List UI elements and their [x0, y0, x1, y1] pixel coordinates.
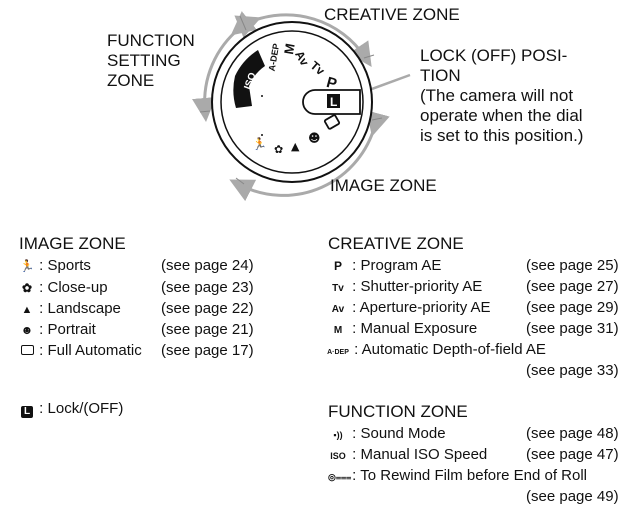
item-label: : Portrait [39, 321, 96, 338]
label-line: is set to this position.) [420, 126, 584, 145]
item-label: : Landscape [39, 300, 121, 317]
function-zone-title: FUNCTION ZONE [328, 402, 468, 421]
item-label: : Lock/(OFF) [39, 400, 124, 417]
list-item: M : Manual Exposure [328, 320, 477, 340]
image-zone-arc [229, 110, 390, 202]
item-label: : Close-up [39, 279, 108, 296]
list-item: Av : Aperture-priority AE [328, 299, 491, 319]
svg-text:M: M [281, 42, 298, 55]
label-line: (The camera will not [420, 86, 574, 105]
item-label: : Aperture-priority AE [352, 299, 491, 316]
list-item: ISO : Manual ISO Speed [328, 446, 487, 465]
svg-text:Av: Av [292, 48, 312, 68]
page-ref: (see page 33) [526, 362, 619, 379]
label-line: LOCK (OFF) POSI- [420, 46, 568, 65]
svg-text:P: P [325, 74, 339, 93]
program-icon: P [333, 259, 342, 273]
rewind-icon: ◎⩶ [328, 472, 352, 482]
sports-icon: 🏃 [19, 259, 35, 273]
svg-text:▲: ▲ [291, 140, 300, 153]
svg-text:🏃: 🏃 [252, 137, 267, 151]
item-label: : Manual ISO Speed [352, 446, 488, 463]
dial-lock-mark [327, 94, 340, 108]
page-ref: (see page 24) [161, 257, 254, 274]
svg-text:A-DEP: A-DEP [267, 43, 282, 72]
item-label: : Program AE [352, 257, 442, 274]
creative-zone-arc [234, 13, 372, 67]
landscape-icon: ▲ [21, 304, 33, 316]
dial-full-auto-mark [323, 114, 341, 130]
item-label: : Sound Mode [352, 425, 446, 442]
page-ref: (see page 22) [161, 300, 254, 317]
av-icon: Av [331, 304, 345, 315]
mode-dial-diagram: L P Tv Av M A-DEP ISO ☻ ▲ ✿ 🏃 [192, 11, 411, 202]
label-line: FUNCTION [107, 31, 195, 50]
label-line: operate when the dial [420, 106, 583, 125]
tv-icon: Tv [332, 283, 344, 294]
list-item: ☻ : Portrait [19, 321, 96, 339]
full-auto-icon [19, 344, 35, 362]
lock-icon: L [19, 402, 35, 420]
item-label: : Sports [39, 257, 91, 274]
list-item: : Full Automatic [19, 342, 142, 362]
list-item: P : Program AE [328, 257, 441, 275]
item-label: : Full Automatic [39, 342, 142, 359]
creative-zone-title: CREATIVE ZONE [328, 234, 464, 253]
lock-position-label: LOCK (OFF) POSI- TION (The camera will n… [420, 46, 583, 146]
list-item: ▪)) : Sound Mode [328, 425, 446, 444]
list-item: ◎⩶ : To Rewind Film before End of Roll [328, 467, 587, 486]
list-item: A·DEP : Automatic Depth-of-field AE [326, 341, 546, 362]
portrait-icon: ☻ [20, 323, 34, 337]
list-item: ✿ : Close-up [19, 279, 108, 297]
item-label: : Shutter-priority AE [352, 278, 483, 295]
close-up-icon: ✿ [21, 281, 33, 295]
image-zone-label: IMAGE ZONE [330, 176, 437, 195]
page-ref: (see page 31) [526, 320, 619, 337]
label-line: ZONE [107, 71, 155, 90]
lock-item: L : Lock/(OFF) [19, 400, 123, 420]
image-zone-title: IMAGE ZONE [19, 234, 126, 253]
page-ref: (see page 49) [526, 488, 619, 505]
page-ref: (see page 23) [161, 279, 254, 296]
page-ref: (see page 17) [161, 342, 254, 359]
page-ref: (see page 27) [526, 278, 619, 295]
item-label: : Automatic Depth-of-field AE [354, 341, 546, 358]
page-ref: (see page 29) [526, 299, 619, 316]
item-label: : Manual Exposure [352, 320, 478, 337]
label-line: SETTING [107, 51, 181, 70]
svg-text:L: L [330, 95, 337, 109]
a-dep-icon: A·DEP [327, 349, 349, 356]
item-label: : To Rewind Film before End of Roll [352, 467, 588, 484]
function-setting-zone-label: FUNCTION SETTING ZONE [107, 31, 195, 91]
svg-text:✿: ✿ [274, 143, 283, 156]
iso-icon: ISO [330, 451, 346, 461]
list-item: 🏃 : Sports [19, 257, 91, 275]
sound-icon: ▪)) [333, 430, 343, 440]
page-ref: (see page 21) [161, 321, 254, 338]
svg-text:☻: ☻ [308, 131, 321, 145]
page-ref: (see page 25) [526, 257, 619, 274]
page-ref: (see page 47) [526, 446, 619, 463]
page-ref: (see page 48) [526, 425, 619, 442]
creative-zone-label: CREATIVE ZONE [324, 5, 460, 24]
manual-icon: M [333, 325, 343, 336]
label-line: TION [420, 66, 461, 85]
dial-function-block [233, 50, 265, 108]
function-zone-arc [192, 11, 257, 122]
list-item: Tv : Shutter-priority AE [328, 278, 482, 298]
list-item: ▲ : Landscape [19, 300, 121, 319]
